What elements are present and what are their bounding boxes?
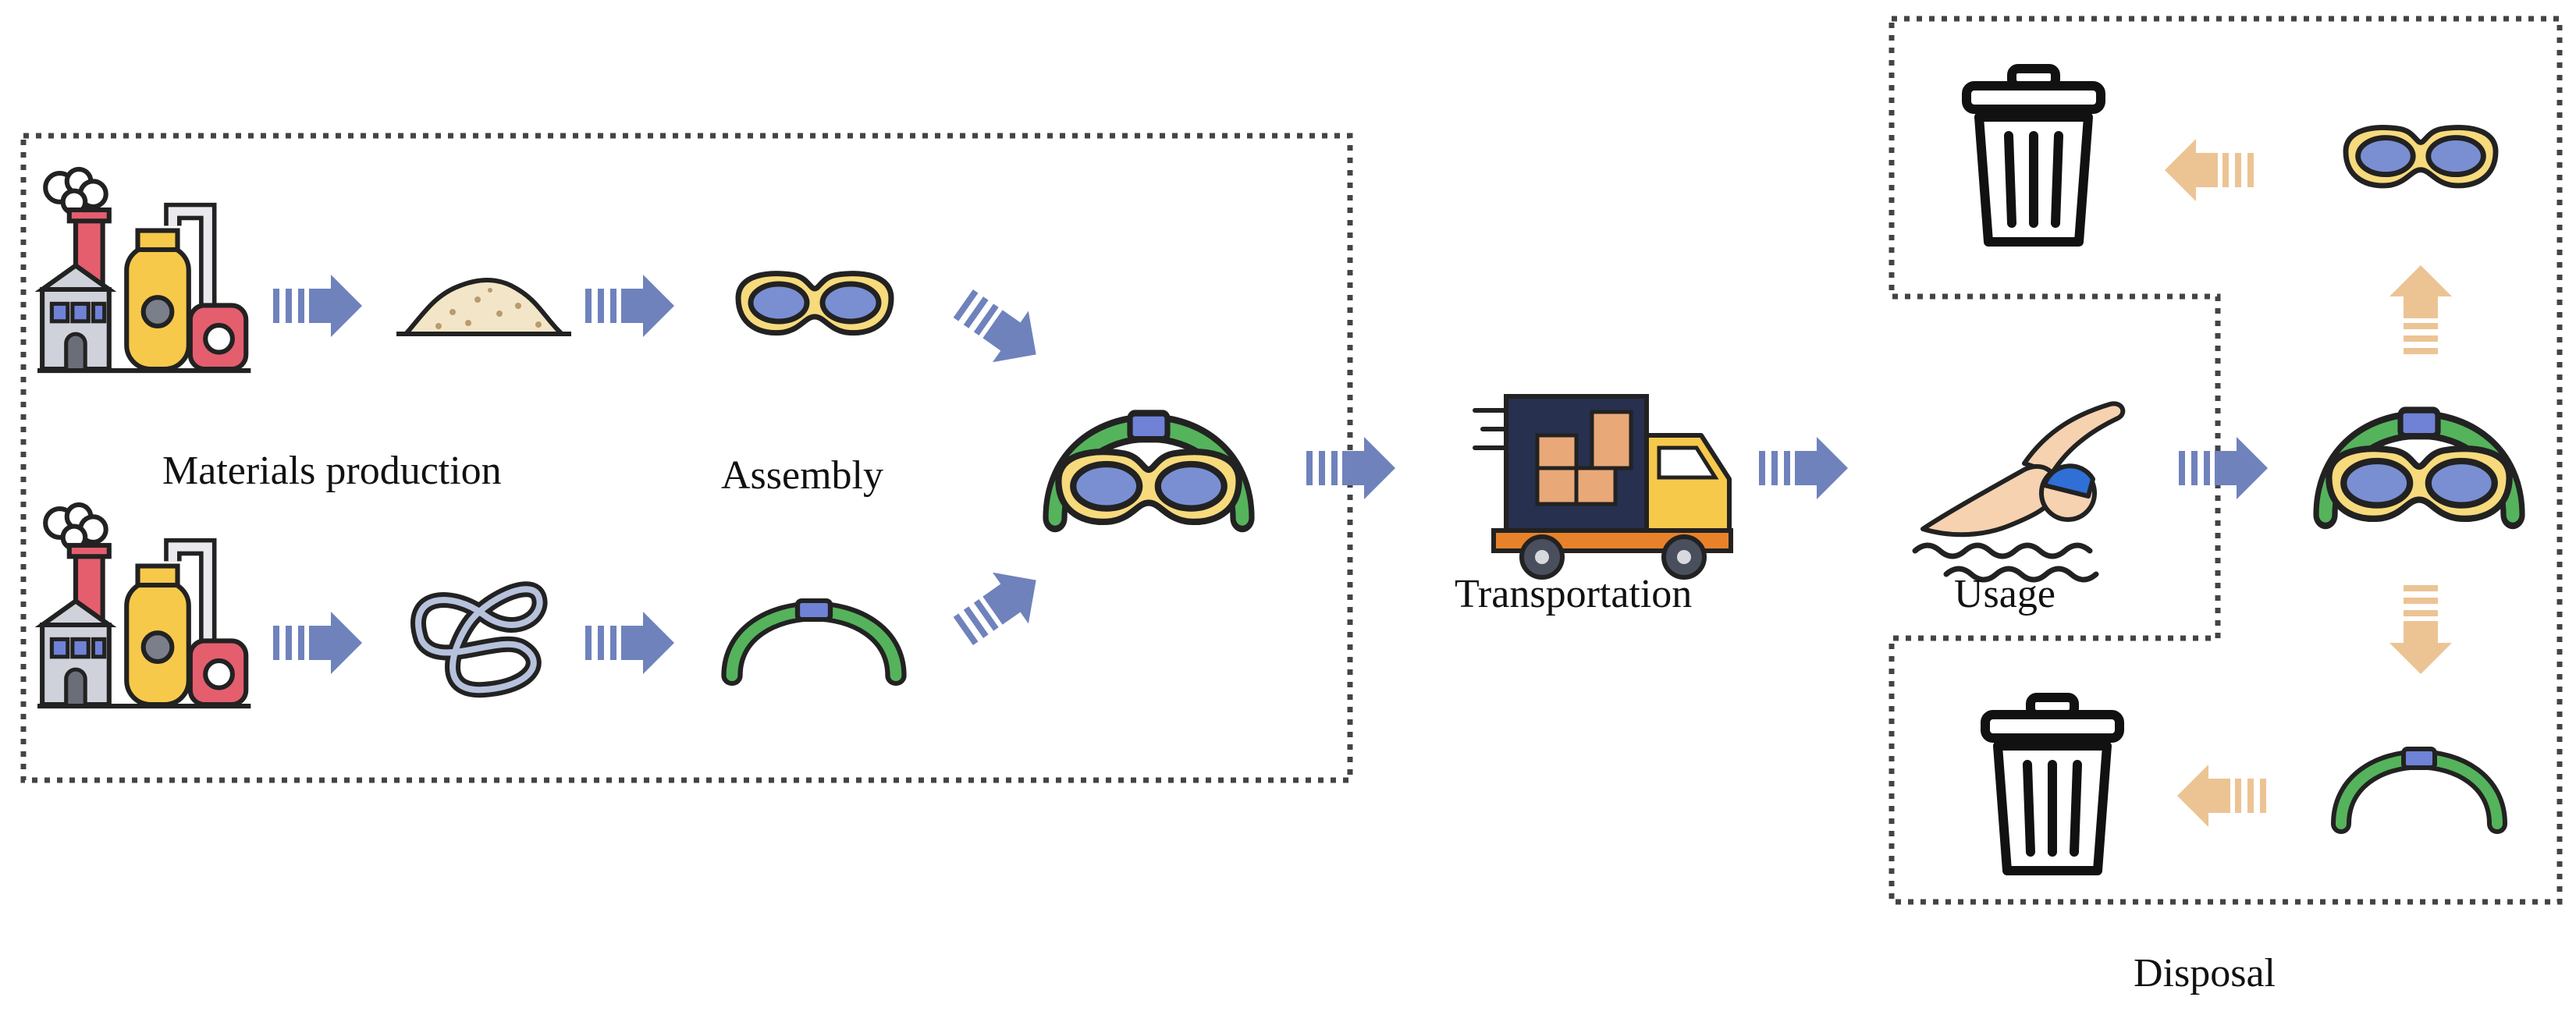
strap-icon (732, 601, 896, 676)
factory-icon (37, 169, 250, 371)
powder-icon (396, 277, 571, 336)
disposal-arrow (2389, 585, 2452, 674)
flow-arrow (273, 612, 362, 674)
flow-arrow (273, 275, 362, 337)
label-usage: Usage (1954, 572, 2055, 616)
flow-arrow (585, 612, 674, 674)
swimmer-icon (1912, 401, 2126, 583)
truck-icon (1473, 394, 1733, 580)
trash-can-icon (1985, 697, 2119, 871)
flow-arrow (1759, 437, 1848, 499)
flow-arrow (945, 554, 1054, 657)
label-disposal: Disposal (2134, 951, 2276, 995)
goggle-lens-icon (738, 274, 891, 333)
flow-arrow (945, 278, 1054, 381)
strap-icon (2341, 749, 2497, 824)
flow-arrow (2179, 437, 2268, 499)
goggle-lens-icon (2346, 128, 2496, 186)
strap-coil-icon (410, 581, 548, 698)
trash-can-icon (1967, 69, 2101, 242)
disposal-boundary (1888, 16, 2563, 905)
disposal-arrow (2389, 265, 2452, 354)
factory-icon (37, 505, 250, 706)
label-assembly: Assembly (721, 453, 883, 498)
label-transportation: Transportation (1455, 572, 1693, 616)
flow-arrow (585, 275, 674, 337)
goggles-icon (1055, 413, 1242, 522)
goggles-icon (2326, 410, 2513, 519)
label-materials-production: Materials production (162, 449, 502, 493)
disposal-arrow (2177, 765, 2266, 827)
disposal-arrow (2165, 139, 2254, 201)
